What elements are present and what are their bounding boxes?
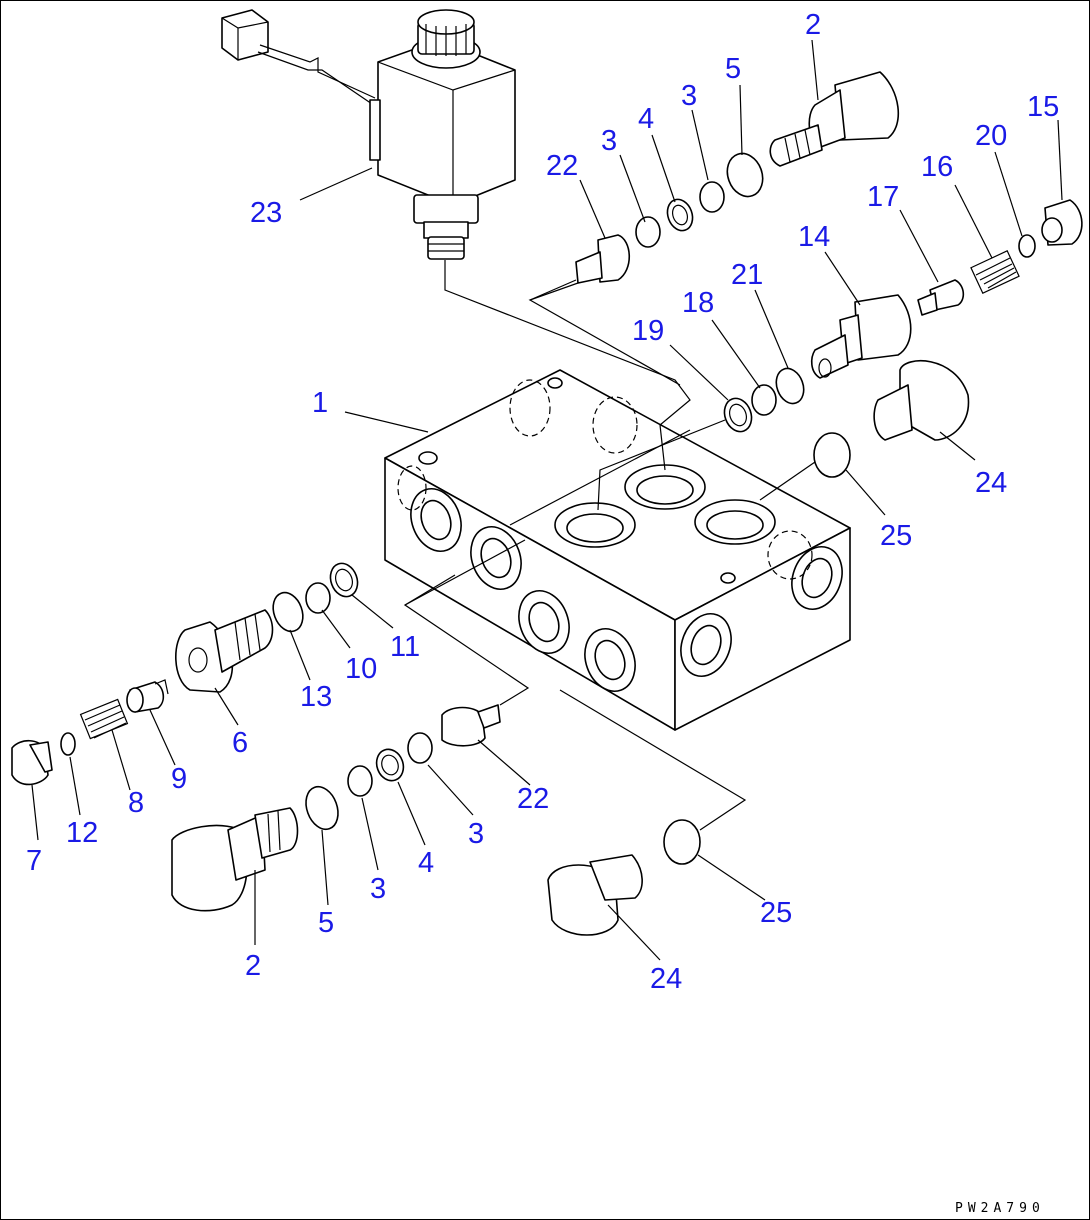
callout-6: 6 <box>232 727 248 759</box>
callout-leaders <box>31 39 1063 961</box>
callout-3-upper-b: 3 <box>681 80 697 112</box>
callout-3-upper-a: 3 <box>601 125 617 157</box>
callout-2-lower: 2 <box>245 950 261 982</box>
upper-right-parts <box>528 71 1083 511</box>
solenoid-assembly <box>221 9 691 426</box>
callout-9: 9 <box>171 763 187 795</box>
callout-20: 20 <box>975 120 1007 152</box>
callout-12: 12 <box>66 817 98 849</box>
callout-8: 8 <box>128 787 144 819</box>
callout-24-upper: 24 <box>975 467 1007 499</box>
callout-14: 14 <box>798 221 830 253</box>
callout-4-lower: 4 <box>418 847 434 879</box>
callout-labels: 1 2 2 3 3 3 3 4 4 5 5 6 7 8 9 10 11 12 1… <box>26 9 1059 995</box>
drawing-code: PW2A790 <box>955 1201 1045 1216</box>
callout-25-upper: 25 <box>880 520 912 552</box>
callout-3-lower-b: 3 <box>468 818 484 850</box>
callout-4-upper: 4 <box>638 103 654 135</box>
callout-1: 1 <box>312 387 328 419</box>
callout-18: 18 <box>682 287 714 319</box>
callout-3-lower-a: 3 <box>370 873 386 905</box>
callout-17: 17 <box>867 181 899 213</box>
callout-21: 21 <box>731 259 763 291</box>
callout-10: 10 <box>345 653 377 685</box>
callout-13: 13 <box>300 681 332 713</box>
callout-11: 11 <box>390 631 420 663</box>
valve-body <box>384 369 851 731</box>
callout-7: 7 <box>26 845 42 877</box>
lower-left-parts <box>11 539 747 936</box>
callout-5-upper: 5 <box>725 53 741 85</box>
callout-15: 15 <box>1027 91 1059 123</box>
callout-23: 23 <box>250 197 282 229</box>
callout-22-lower: 22 <box>517 783 549 815</box>
callout-16: 16 <box>921 151 953 183</box>
callout-2-upper: 2 <box>805 9 821 41</box>
callout-5-lower: 5 <box>318 907 334 939</box>
callout-25-lower: 25 <box>760 897 792 929</box>
callout-22-upper: 22 <box>546 150 578 182</box>
callout-19: 19 <box>632 315 664 347</box>
callout-24-lower: 24 <box>650 963 682 995</box>
